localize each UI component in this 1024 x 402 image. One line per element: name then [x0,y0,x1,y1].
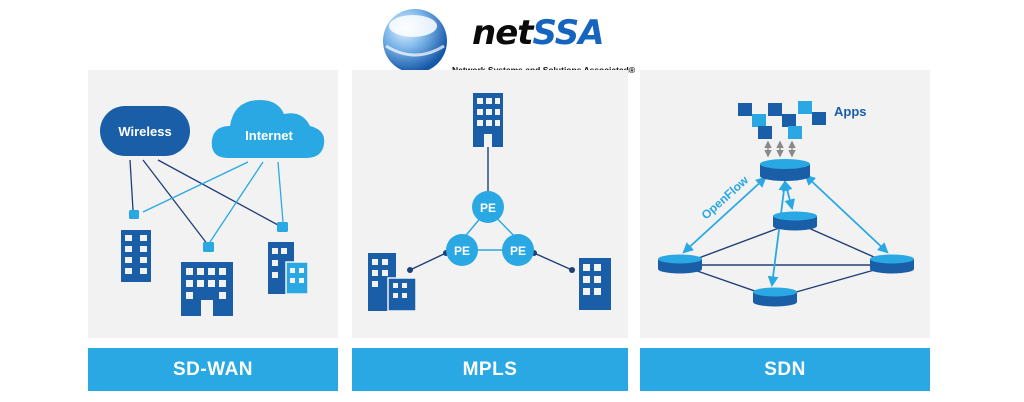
router-icon [277,222,288,232]
openflow-arrow [782,179,795,211]
sdwan-link [142,161,249,213]
router-icon [129,210,139,219]
switch-icon [773,211,817,231]
switch-icon [753,287,797,307]
internet-cloud: Internet [211,100,325,158]
openflow-arrow [767,179,790,288]
pe-node: PE [472,191,504,223]
sdwan-link [277,161,284,223]
office-building-icon [121,230,151,282]
mpls-title: MPLS [352,348,628,391]
office-building-icon [473,93,503,147]
brand-name: netSSA [472,13,605,53]
apps-label: Apps [834,104,867,119]
switch-icon [658,254,702,274]
pe-label: PE [454,244,470,258]
brand-name-part2: SSA [532,13,605,53]
mpls-link [533,252,573,271]
sdwan-link [157,159,279,226]
sdwan-link [209,161,264,243]
router-icon [203,242,214,252]
pe-label: PE [510,244,526,258]
mpls-panel: PE PE PE [352,70,628,338]
openflow-arrow [682,176,767,254]
brand-name-part1: net [472,13,534,53]
apps-icon [738,101,826,139]
sdn-panel: Apps OpenFlow [640,70,930,338]
globe-icon [383,9,447,73]
sdwan-title: SD-WAN [88,348,338,391]
sdn-controller-icon [760,159,810,181]
switch-icon [870,254,914,274]
sdwan-link [129,159,134,211]
internet-label: Internet [245,128,293,143]
brand-logo: netSSA Network Systems and Solutions Ass… [380,6,650,76]
pe-node: PE [502,234,534,266]
openflow-arrow [804,174,889,254]
sdn-title: SDN [640,348,930,391]
api-arrows-icon [764,140,796,158]
pe-label: PE [480,201,496,215]
sdwan-link [142,159,209,246]
office-building-icon [181,262,233,316]
pe-node: PE [446,234,478,266]
office-building-icon [268,242,309,295]
wireless-label: Wireless [118,124,171,139]
office-building-icon [368,253,417,312]
wireless-cloud: Wireless [100,106,190,156]
office-building-icon [579,258,611,310]
mpls-link [409,252,447,271]
sdwan-panel: Wireless Internet [88,70,338,338]
